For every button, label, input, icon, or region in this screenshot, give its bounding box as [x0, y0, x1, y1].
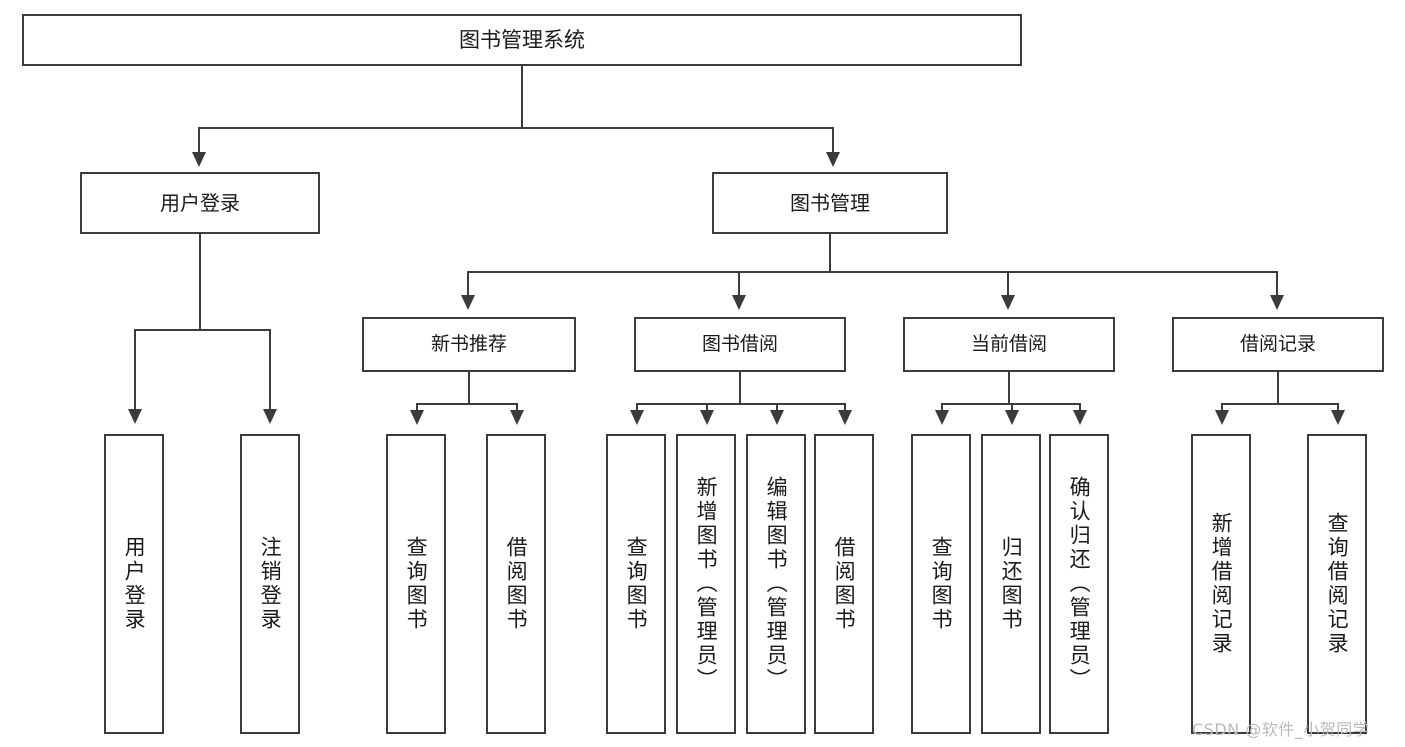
arrow-br-to-leaf1	[1215, 410, 1229, 425]
arrow-cb-to-leaf1	[935, 410, 949, 425]
arrow-bb-to-leaf4	[838, 410, 852, 425]
node-user-login-label: 用户登录	[160, 190, 240, 215]
connector-br-bus	[1221, 403, 1339, 405]
node-leaf-edit-book-label: 编辑图书（管理员）	[764, 476, 789, 692]
connector-cb-to-leaf3	[1079, 403, 1081, 413]
node-leaf-logout-login[interactable]: 注销登录	[240, 434, 300, 734]
connector-bb-bus	[636, 403, 844, 405]
connector-root-to-user-login	[198, 127, 200, 154]
node-leaf-query-book-2[interactable]: 查询图书	[606, 434, 666, 734]
connector-book-manage-bus	[467, 271, 1278, 273]
connector-user-login-bus	[134, 329, 271, 331]
node-leaf-borrow-book-1[interactable]: 借阅图书	[486, 434, 546, 734]
connector-cb-bus	[941, 403, 1080, 405]
node-current-borrow-label: 当前借阅	[970, 332, 1047, 355]
node-borrow-record[interactable]: 借阅记录	[1172, 317, 1384, 372]
connector-root-stem	[521, 66, 523, 128]
arrow-nbr-to-leaf2	[510, 410, 524, 425]
connector-br-to-leaf1	[1221, 403, 1223, 413]
connector-nbr-stem	[468, 372, 470, 404]
node-new-book-recommend-label: 新书推荐	[430, 332, 507, 355]
connector-nbr-bus	[416, 403, 518, 405]
node-book-manage[interactable]: 图书管理	[712, 172, 948, 234]
node-leaf-confirm-return-label: 确认归还（管理员）	[1067, 476, 1092, 692]
arrow-br-to-leaf2	[1331, 410, 1345, 425]
connector-user-login-to-leaf2	[269, 329, 271, 411]
connector-br-to-leaf2	[1337, 403, 1339, 413]
connector-bm-to-current-borrow	[1007, 271, 1009, 297]
connector-nbr-to-leaf2	[516, 403, 518, 413]
connector-user-login-stem	[199, 234, 201, 330]
csdn-watermark: CSDN @软件_小贺同学	[1192, 720, 1370, 739]
connector-bb-to-leaf2	[706, 403, 708, 413]
node-leaf-borrow-book-1-label: 借阅图书	[504, 536, 529, 632]
node-leaf-query-record-label: 查询借阅记录	[1325, 512, 1350, 656]
connector-user-login-to-leaf1	[134, 329, 136, 411]
node-book-borrow[interactable]: 图书借阅	[634, 317, 846, 372]
node-leaf-user-login[interactable]: 用户登录	[104, 434, 164, 734]
node-leaf-add-record-label: 新增借阅记录	[1209, 512, 1234, 656]
node-leaf-borrow-book-2-label: 借阅图书	[832, 536, 857, 632]
node-current-borrow[interactable]: 当前借阅	[903, 317, 1115, 372]
connector-bb-stem	[739, 372, 741, 404]
arrow-cb-to-leaf3	[1073, 410, 1087, 425]
arrow-bm-to-book-borrow	[732, 295, 746, 310]
connector-bb-to-leaf1	[636, 403, 638, 413]
node-user-login[interactable]: 用户登录	[80, 172, 320, 234]
node-new-book-recommend[interactable]: 新书推荐	[362, 317, 576, 372]
connector-br-stem	[1277, 372, 1279, 404]
arrow-bm-to-borrow-record	[1270, 295, 1284, 310]
node-leaf-query-book-1-label: 查询图书	[404, 536, 429, 632]
node-leaf-add-book-label: 新增图书（管理员）	[694, 476, 719, 692]
node-leaf-add-book[interactable]: 新增图书（管理员）	[676, 434, 736, 734]
arrow-root-to-book-manage	[826, 152, 840, 167]
connector-bm-to-borrow-record	[1276, 271, 1278, 297]
node-root[interactable]: 图书管理系统	[22, 14, 1022, 66]
arrow-bm-to-new-book	[461, 295, 475, 310]
node-leaf-return-book-label: 归还图书	[999, 536, 1024, 632]
arrow-cb-to-leaf2	[1005, 410, 1019, 425]
node-leaf-confirm-return[interactable]: 确认归还（管理员）	[1049, 434, 1109, 734]
connector-bb-to-leaf3	[776, 403, 778, 413]
connector-bb-to-leaf4	[844, 403, 846, 413]
node-leaf-return-book[interactable]: 归还图书	[981, 434, 1041, 734]
connector-cb-stem	[1008, 372, 1010, 404]
arrow-root-to-user-login	[192, 152, 206, 167]
arrow-user-login-to-leaf1	[128, 409, 142, 424]
node-root-label: 图书管理系统	[459, 27, 585, 52]
node-leaf-add-record[interactable]: 新增借阅记录	[1191, 434, 1251, 734]
arrow-bb-to-leaf1	[630, 410, 644, 425]
connector-cb-to-leaf1	[941, 403, 943, 413]
node-leaf-query-book-3-label: 查询图书	[929, 536, 954, 632]
arrow-bb-to-leaf3	[770, 410, 784, 425]
connector-nbr-to-leaf1	[416, 403, 418, 413]
connector-book-manage-stem	[829, 234, 831, 272]
connector-root-to-book-manage	[832, 127, 834, 154]
connector-bm-to-book-borrow	[738, 271, 740, 297]
connector-cb-to-leaf2	[1011, 403, 1013, 413]
arrow-user-login-to-leaf2	[263, 409, 277, 424]
node-book-manage-label: 图书管理	[790, 190, 870, 215]
connector-root-bus	[198, 127, 834, 129]
node-leaf-logout-login-label: 注销登录	[258, 536, 283, 632]
node-leaf-edit-book[interactable]: 编辑图书（管理员）	[746, 434, 806, 734]
connector-bm-to-new-book	[467, 271, 469, 297]
node-leaf-borrow-book-2[interactable]: 借阅图书	[814, 434, 874, 734]
node-leaf-query-record[interactable]: 查询借阅记录	[1307, 434, 1367, 734]
node-leaf-query-book-3[interactable]: 查询图书	[911, 434, 971, 734]
node-leaf-user-login-label: 用户登录	[122, 536, 147, 632]
node-book-borrow-label: 图书借阅	[701, 332, 778, 355]
arrow-bm-to-current-borrow	[1001, 295, 1015, 310]
node-borrow-record-label: 借阅记录	[1239, 332, 1316, 355]
node-leaf-query-book-1[interactable]: 查询图书	[386, 434, 446, 734]
arrow-bb-to-leaf2	[700, 410, 714, 425]
node-leaf-query-book-2-label: 查询图书	[624, 536, 649, 632]
arrow-nbr-to-leaf1	[410, 410, 424, 425]
